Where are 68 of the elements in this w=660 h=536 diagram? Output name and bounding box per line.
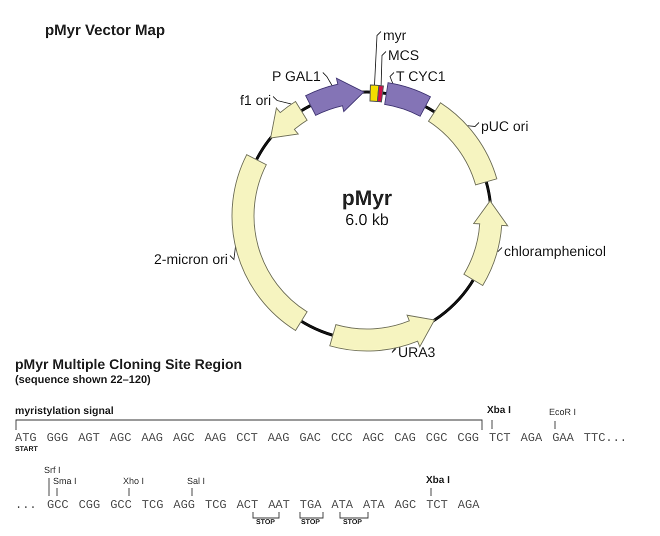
codon: AGA bbox=[520, 431, 542, 445]
enzyme-label: Xba I bbox=[487, 405, 511, 416]
feature-label: 2-micron ori bbox=[154, 251, 228, 268]
codon: CCC bbox=[331, 431, 353, 445]
codon: AGC bbox=[394, 498, 416, 512]
codon: CAG bbox=[394, 431, 416, 445]
codon: AGA bbox=[458, 498, 480, 512]
codon: AGG bbox=[173, 498, 195, 512]
leader-line bbox=[380, 51, 386, 86]
codon: ... bbox=[15, 498, 37, 512]
codon: AGC bbox=[362, 431, 384, 445]
plasmid-size: 6.0 kb bbox=[345, 212, 389, 229]
enzyme-label: Sal I bbox=[187, 476, 206, 486]
codon: CGG bbox=[457, 431, 479, 445]
feature-label: chloramphenicol bbox=[504, 243, 606, 260]
feature-label: f1 ori bbox=[240, 92, 272, 109]
leader-line bbox=[389, 72, 394, 84]
codon: AGT bbox=[78, 431, 100, 445]
codon: AAT bbox=[268, 498, 290, 512]
mcs-segment bbox=[376, 85, 384, 102]
codon: GCC bbox=[110, 498, 132, 512]
enzyme-label: Xba I bbox=[426, 475, 450, 486]
region-label: myristylation signal bbox=[15, 405, 114, 417]
enzyme-label: Sma I bbox=[53, 476, 77, 486]
feature-label: P GAL1 bbox=[272, 68, 321, 85]
codon: GAC bbox=[299, 431, 321, 445]
feature-label: URA3 bbox=[398, 344, 436, 361]
codon: TCG bbox=[205, 498, 227, 512]
codon: AAG bbox=[204, 431, 226, 445]
codon: ATA bbox=[331, 498, 353, 512]
leader-line bbox=[229, 246, 236, 260]
codon: AAG bbox=[141, 431, 163, 445]
codon: GAA bbox=[552, 431, 574, 445]
codon: ATG bbox=[15, 431, 37, 445]
leader-line bbox=[272, 96, 292, 105]
section-heading: pMyr Multiple Cloning Site Region bbox=[15, 356, 242, 372]
codon: GGG bbox=[46, 431, 68, 445]
leader-line bbox=[466, 122, 480, 127]
enzyme-label: Srf I bbox=[44, 465, 61, 475]
enzyme-label: EcoR I bbox=[549, 407, 576, 417]
codon: AGC bbox=[110, 431, 132, 445]
codon: CGC bbox=[426, 431, 448, 445]
codon: ATA bbox=[363, 498, 385, 512]
feature-label: pUC ori bbox=[481, 118, 528, 135]
plasmid-name: pMyr bbox=[342, 187, 392, 210]
leader-line bbox=[374, 31, 382, 86]
codon: ACT bbox=[236, 498, 258, 512]
feature-label: MCS bbox=[388, 47, 420, 64]
codon: TCT bbox=[489, 431, 511, 445]
codon: TCT bbox=[426, 498, 448, 512]
codon: AGC bbox=[173, 431, 195, 445]
origin-feature bbox=[270, 101, 308, 138]
enzyme-label: Xho I bbox=[123, 476, 144, 486]
codon: TCG bbox=[142, 498, 164, 512]
title: pMyr Vector Map bbox=[45, 22, 166, 39]
section-subheading: (sequence shown 22–120) bbox=[15, 374, 151, 386]
codon: CCT bbox=[236, 431, 258, 445]
feature-label: T CYC1 bbox=[396, 68, 446, 85]
codon: GCC bbox=[47, 498, 69, 512]
codon: TTC... bbox=[584, 431, 628, 445]
leader-line bbox=[322, 72, 333, 86]
feature-label: myr bbox=[383, 27, 406, 44]
leader-line bbox=[496, 247, 502, 252]
codon: AAG bbox=[268, 431, 290, 445]
codon: TGA bbox=[300, 498, 322, 512]
terminator-segment bbox=[384, 82, 431, 117]
origin-segment bbox=[232, 154, 308, 331]
codon: CGG bbox=[78, 498, 100, 512]
